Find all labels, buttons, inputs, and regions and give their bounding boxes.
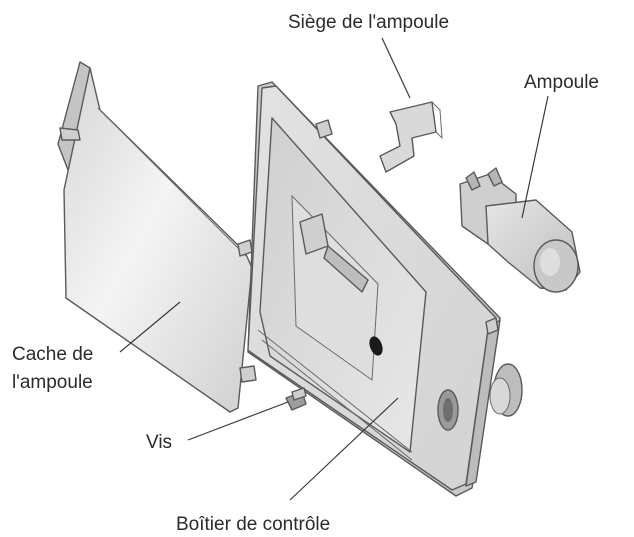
label-bulb: Ampoule bbox=[524, 72, 599, 93]
label-bulb-cover-line1: Cache de bbox=[12, 344, 93, 365]
bulb-cover bbox=[57, 61, 257, 413]
leader-bulb-seat bbox=[381, 37, 411, 99]
leader-control-box bbox=[289, 397, 399, 501]
label-screw: Vis bbox=[146, 432, 172, 453]
label-control-box: Boîtier de contrôle bbox=[176, 514, 330, 535]
leader-bulb bbox=[521, 95, 549, 219]
leader-screw bbox=[187, 401, 289, 441]
screw bbox=[285, 387, 307, 411]
bulb-seat bbox=[379, 101, 443, 173]
leader-bulb-cover bbox=[119, 301, 181, 353]
control-box bbox=[247, 81, 523, 497]
label-bulb-seat: Siège de l'ampoule bbox=[288, 12, 449, 33]
bulb bbox=[459, 167, 581, 293]
socket-hole bbox=[369, 336, 383, 356]
label-bulb-cover-line2: l'ampoule bbox=[12, 372, 93, 393]
